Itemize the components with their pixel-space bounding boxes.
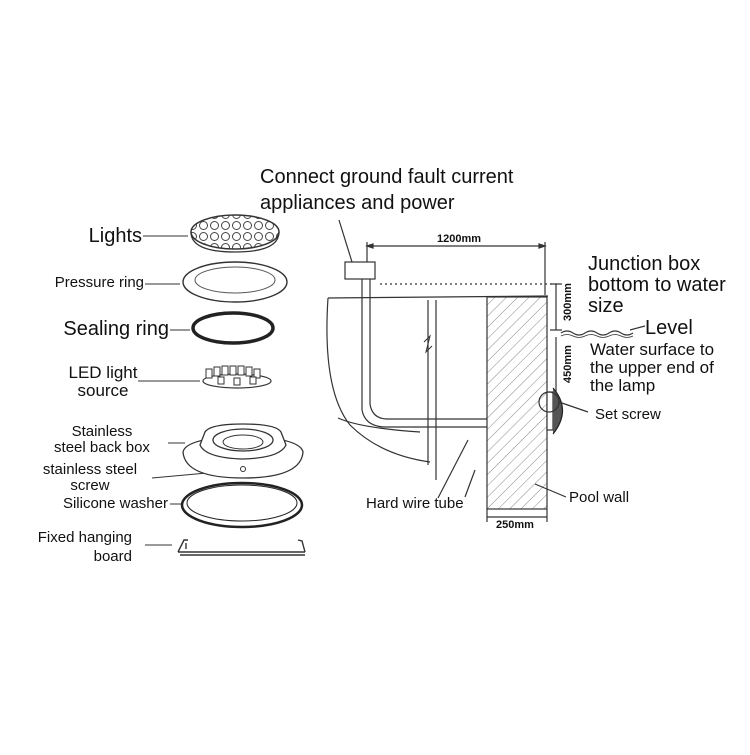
label-pressure-ring: Pressure ring [54,274,144,291]
dim-450mm: 450mm [562,345,574,383]
label-pool-wall: Pool wall [569,489,630,506]
label-led-source-line2: source [77,380,129,400]
lights-part [190,214,280,253]
label-hanging-board-line2: board [93,547,132,565]
label-led-source-line1: LED light [68,363,138,382]
dim-300mm: 300mm [562,283,574,321]
hanging-board-part [177,539,306,556]
label-screw-line2: screw [70,476,110,494]
label-junction-line3: size [588,295,624,317]
label-water-line2: the upper end of [590,357,714,377]
label-led-source: LED light source [48,364,158,400]
label-lights: Lights [88,225,142,247]
label-water-surface: Water surface to the upper end of the la… [590,341,714,395]
label-hard-wire-tube: Hard wire tube [366,495,464,512]
label-hanging-board-line1: Fixed hanging [37,529,132,546]
label-connect-power: Connect ground fault current appliances … [260,167,514,214]
pressure-ring-part [182,261,288,303]
label-connect-line1: Connect ground fault current [260,166,514,188]
dim-1200mm: 1200mm [437,233,482,245]
label-connect-line2: appliances and power [260,192,455,214]
label-back-box: Stainless steel back box [22,424,182,456]
back-box-part [182,423,304,479]
label-back-box-line1: Stainless [71,423,133,440]
sealing-ring-part [191,311,275,345]
label-back-box-line2: steel back box [54,438,150,456]
label-silicone-washer: Silicone washer [62,495,168,512]
label-hanging-board: Fixed hanging board [38,530,132,565]
label-sealing-ring: Sealing ring [63,318,169,340]
label-level: Level [645,317,693,339]
label-screw-line1: stainless steel [42,461,138,478]
installation-drawing [326,219,646,522]
label-set-screw: Set screw [595,406,661,423]
label-screw: stainless steel screw [26,462,154,494]
label-junction-box: Junction box bottom to water size [588,254,726,317]
label-junction-line2: bottom to water [588,274,726,296]
led-source-part [202,365,272,389]
dim-250mm: 250mm [496,519,534,531]
silicone-washer-part [180,481,304,529]
label-junction-line1: Junction box [588,253,701,275]
label-water-line3: the lamp [590,375,656,395]
label-water-line1: Water surface to [590,340,715,359]
